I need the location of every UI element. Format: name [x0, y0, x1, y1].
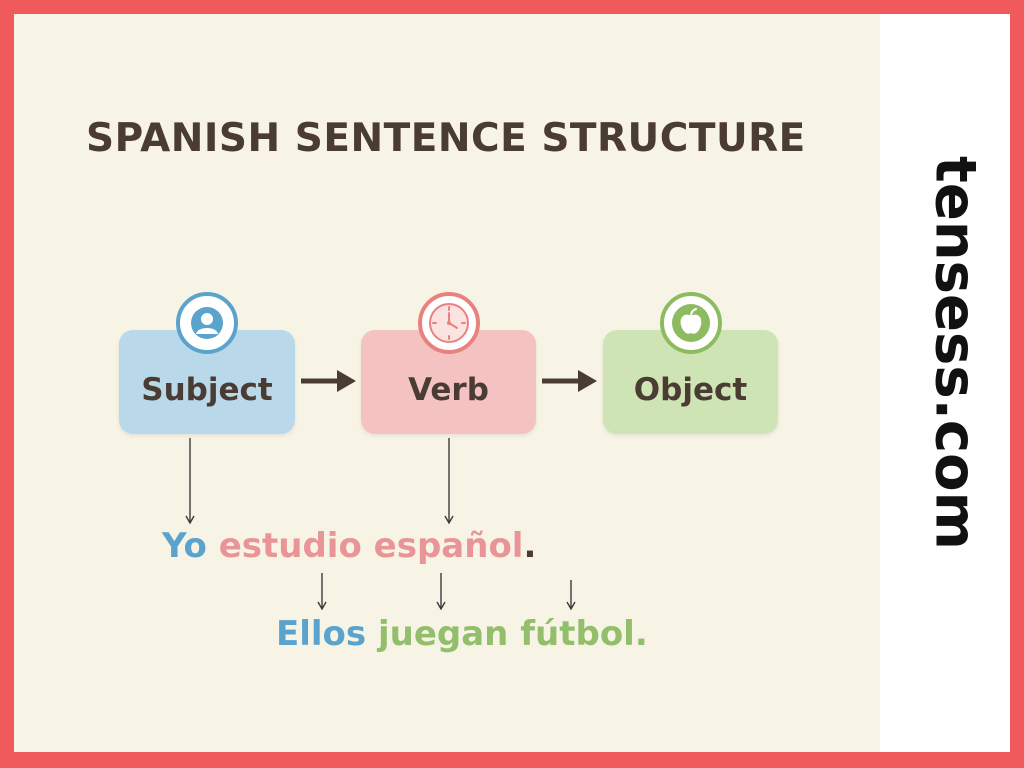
example-1-object: español — [373, 526, 524, 566]
verb-to-object-arrow — [542, 370, 597, 392]
subject-badge — [176, 292, 238, 354]
person-icon — [191, 307, 223, 339]
page-title: SPANISH SENTENCE STRUCTURE — [86, 116, 806, 161]
subject-to-verb-arrow — [301, 370, 356, 392]
example-2-punct: . — [634, 614, 648, 654]
example-sentence-1: Yo estudio español. — [162, 526, 536, 566]
example-2-subject: Ellos — [276, 614, 367, 654]
verb-node: Verb — [361, 330, 536, 434]
verb-badge — [418, 292, 480, 354]
subject-node-label: Subject — [141, 372, 273, 408]
clock-icon — [429, 303, 469, 343]
example-sentence-2: Ellos juegan fútbol. — [276, 614, 648, 654]
example-2-verb: juegan — [377, 614, 509, 654]
example-1-punct: . — [523, 526, 537, 566]
apple-icon — [672, 304, 710, 342]
object-badge — [660, 292, 722, 354]
example-2-object: fútbol — [520, 614, 635, 654]
example-1-subject: Yo — [162, 526, 207, 566]
example-1-verb: estudio — [218, 526, 362, 566]
brand-panel — [880, 14, 1010, 752]
verb-node-label: Verb — [408, 372, 489, 408]
object-node-label: Object — [633, 372, 748, 408]
